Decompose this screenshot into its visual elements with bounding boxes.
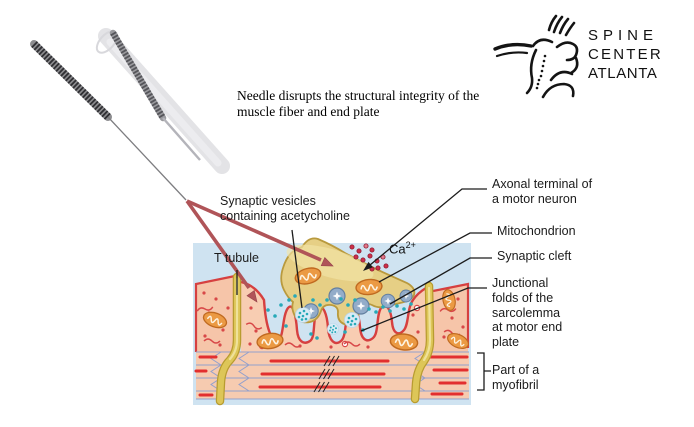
calcium-charge: 2+ [405,240,416,250]
label-junctional-folds: Junctional folds of the sarcolemma at mo… [492,276,563,349]
label-axonal-terminal: Axonal terminal of a motor neuron [492,177,593,206]
muscle-fiber-center-block-with-junctional-folds [240,280,427,352]
t-tubule-right [410,281,435,404]
label-calcium: Ca2+ [389,240,416,256]
leader-junctional-folds [360,287,487,332]
note-text: Needle disrupts the structural integrity… [237,88,480,120]
label-synaptic-vesicles: Synaptic vesicles containing acetycholin… [220,194,350,223]
leader-synaptic-cleft [389,257,492,305]
logo-line-atlanta: ATLANTA [588,65,658,82]
label-mitochondrion: Mitochondrion [497,224,576,238]
needle-in-guide-tube-illustration [95,28,230,174]
logo-wordmark: SPINE CENTER ATLANTA [588,26,663,83]
myofibril-hatch-marks [313,355,340,393]
label-synaptic-cleft: Synaptic cleft [497,249,572,263]
logo-line-center: CENTER [588,46,663,63]
needle-disruption-arrows [185,199,334,303]
leader-arrowhead [363,261,373,271]
sarcolemma-line [240,280,427,345]
label-leader-lines [236,188,492,391]
leader-axonal-terminal [369,188,487,266]
spine-dots [535,54,547,90]
myofilament-red-segments [194,355,469,397]
spine-center-logo-figure [493,14,579,99]
leader-synaptic-vesicles [291,229,303,309]
logo-line-spine: SPINE [588,27,659,44]
label-t-tubule: T tubule [214,251,259,265]
myofibril-bands [194,351,469,400]
dry-needle-illustration [30,40,187,201]
leader-mitochondrion [378,232,492,283]
label-part-of-myofibril: Part of a myofibril [492,363,540,392]
t-tubule-left [215,272,242,406]
myofibril-bracket [477,352,491,391]
calcium-symbol: Ca [389,241,406,257]
